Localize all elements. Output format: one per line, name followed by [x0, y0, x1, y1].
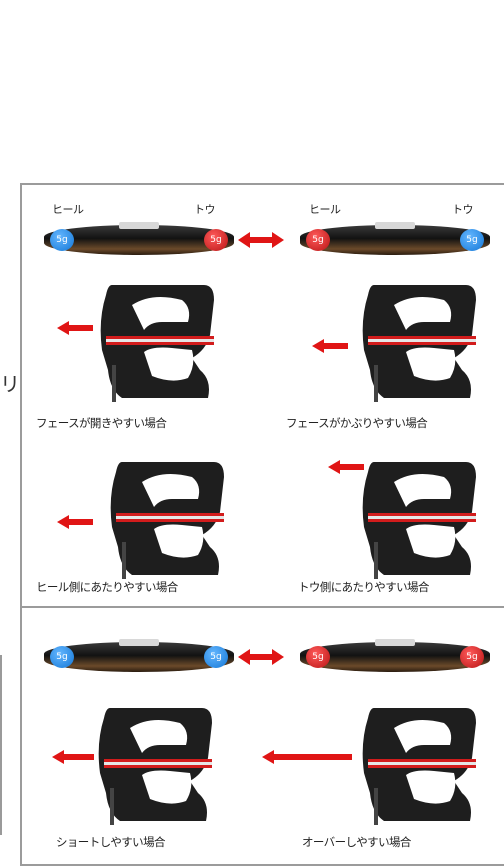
case-caption: フェースがかぶりやすい場合 [286, 416, 428, 430]
weight-adjustment-panel-distance: 5g 5g 5g 5g ショートしやすい場合 オーバーしやすい場合 [20, 606, 504, 866]
putter-head-icon [110, 462, 224, 579]
toe-weight: 5g [460, 229, 484, 251]
weight-adjustment-panel-heel-toe: ヒール トウ ヒール トウ 5g 5g 5g 5g [20, 183, 504, 608]
heel-weight: 5g [306, 229, 330, 251]
putter-head-icon [98, 708, 212, 825]
direction-arrow-icon [262, 750, 352, 764]
direction-arrow-icon [312, 339, 348, 353]
bar-slot [375, 639, 415, 646]
putter-head-icon [362, 285, 476, 402]
toe-label: トウ [194, 203, 216, 216]
toe-label: トウ [452, 203, 474, 216]
sole-weight-bar: 5g 5g [44, 639, 234, 672]
putter-head-icon [100, 285, 214, 402]
direction-arrow-icon [57, 321, 93, 335]
case-caption: ヒール側にあたりやすい場合 [36, 580, 178, 594]
direction-arrow-icon [328, 460, 364, 474]
heel-weight: 5g [306, 646, 330, 668]
case-caption: オーバーしやすい場合 [302, 835, 411, 849]
swap-arrow-icon [238, 232, 284, 248]
sole-weight-bar: 5g 5g [300, 222, 490, 255]
toe-weight: 5g [204, 646, 228, 668]
cropped-edge-text: リ [0, 372, 20, 396]
direction-arrow-icon [57, 515, 93, 529]
case-caption: ショートしやすい場合 [56, 835, 165, 849]
bar-slot [119, 639, 159, 646]
putter-head-icon [362, 708, 476, 825]
swap-arrow-icon [238, 649, 284, 665]
case-caption: フェースが開きやすい場合 [36, 416, 167, 430]
toe-weight: 5g [460, 646, 484, 668]
bar-slot [119, 222, 159, 229]
cropped-edge-line [0, 655, 2, 835]
heel-weight: 5g [50, 646, 74, 668]
putter-head-icon [362, 462, 476, 579]
heel-weight: 5g [50, 229, 74, 251]
sole-weight-bar: 5g 5g [44, 222, 234, 255]
case-caption: トウ側にあたりやすい場合 [298, 580, 429, 594]
bar-slot [375, 222, 415, 229]
toe-weight: 5g [204, 229, 228, 251]
heel-label: ヒール [309, 203, 341, 216]
heel-label: ヒール [52, 203, 84, 216]
direction-arrow-icon [52, 750, 94, 764]
sole-weight-bar: 5g 5g [300, 639, 490, 672]
